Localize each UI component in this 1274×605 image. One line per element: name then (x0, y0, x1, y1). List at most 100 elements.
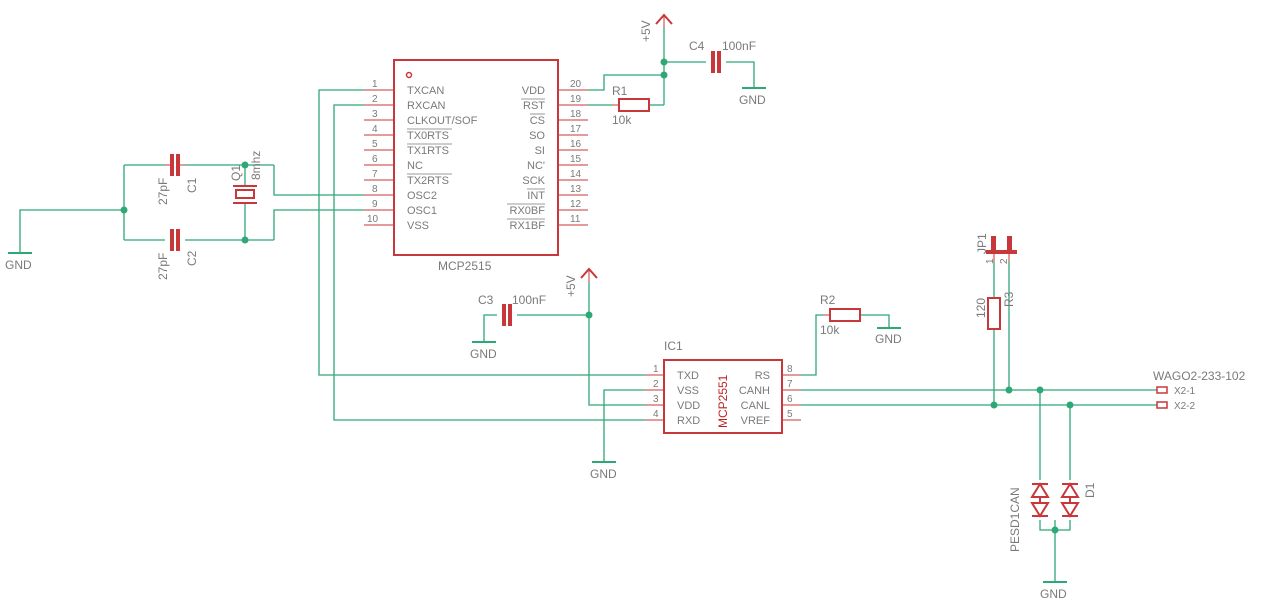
c1-ref: C1 (185, 177, 199, 193)
pin-name: NC (407, 160, 423, 172)
pin-number: 7 (372, 169, 378, 180)
vcc-label: +5V (564, 275, 578, 297)
pin-name: VSS (407, 220, 429, 232)
pin-name: CLKOUT/SOF (407, 115, 478, 127)
pin-number: 4 (653, 409, 659, 420)
capacitor-c1: 27pF C1 (156, 154, 199, 205)
pin-name: VREF (741, 415, 771, 427)
mcp2551-chip: 1 2 3 4 TXD VSS VDD RXD 8 7 6 5 RS CANH … (645, 339, 801, 434)
pin-number: 8 (787, 364, 793, 375)
pin-number: 11 (570, 214, 581, 225)
junctions (120, 58, 1074, 534)
pin-name: SO (529, 130, 545, 142)
pin-number: 10 (367, 214, 379, 225)
pin-name: TXD (677, 370, 699, 382)
tvs-diode-d1: PESD1CAN D1 (1008, 482, 1097, 552)
pin-name: OSC2 (407, 190, 437, 202)
pin-name: TX1RTS (407, 145, 449, 157)
pin-number: 16 (570, 139, 582, 150)
junction (241, 161, 249, 169)
junction (990, 401, 998, 409)
c4-ref: C4 (689, 39, 705, 53)
pin-name: CANL (741, 400, 770, 412)
pin-name: RX1BF (510, 220, 546, 232)
junction (1036, 386, 1044, 394)
gnd-label: GND (470, 347, 497, 361)
resistor-r3: 120 R3 (974, 291, 1016, 330)
r3-ref: R3 (1002, 291, 1016, 307)
pin-number: 9 (372, 199, 378, 210)
junction (241, 236, 249, 244)
capacitor-c2: 27pF C2 (156, 229, 199, 280)
pin-name: SCK (522, 175, 545, 187)
pin-number: 3 (653, 394, 659, 405)
jp1-ref: JP1 (975, 233, 989, 254)
gnd-symbols: GND GND GND GND GND GND (5, 87, 1067, 601)
junction (1051, 526, 1059, 534)
r2-value: 10k (820, 323, 840, 337)
junction (660, 71, 668, 79)
c2-value: 27pF (156, 253, 170, 280)
pin-number: 5 (787, 409, 793, 420)
pin-name: NC' (527, 160, 545, 172)
d1-value: PESD1CAN (1008, 487, 1022, 552)
pin-number: 2 (653, 379, 659, 390)
connector-name: WAGO2-233-102 (1153, 369, 1246, 383)
r3-value: 120 (974, 298, 988, 318)
pin-number: 2 (372, 94, 378, 105)
jumper-jp1: JP1 1 2 (975, 233, 1017, 264)
junction (1005, 386, 1013, 394)
gnd-label: GND (739, 93, 766, 107)
pin-number: 18 (570, 109, 582, 120)
pin-name: RXD (677, 415, 700, 427)
connector-pin: X2-2 (1174, 401, 1196, 412)
connector-pin: X2-1 (1174, 386, 1196, 397)
resistor-r2: R2 10k (820, 293, 861, 337)
c2-ref: C2 (185, 250, 199, 266)
pin-name: INT (527, 190, 545, 202)
pin-number: 7 (787, 379, 793, 390)
pin-number: 3 (372, 109, 378, 120)
pin-name: OSC1 (407, 205, 437, 217)
capacitor-c3: C3 100nF (478, 293, 546, 326)
pin-number: 1 (653, 364, 659, 375)
mcp2515-chip: 1 2 3 4 5 6 7 8 9 10 TXCAN RXCAN CLKOUT/… (364, 59, 588, 273)
jp1-pin2: 2 (999, 258, 1010, 264)
c3-value: 100nF (512, 293, 546, 307)
c1-value: 27pF (156, 178, 170, 205)
pin-number: 17 (570, 124, 582, 135)
chip-name: MCP2551 (716, 374, 730, 428)
d1-ref: D1 (1083, 482, 1097, 498)
q1-value: 8mhz (249, 151, 263, 180)
chip-ref: IC1 (664, 339, 683, 353)
pin-number: 13 (570, 184, 582, 195)
vcc-symbols: +5V +5V (564, 13, 673, 297)
pin-name: CANH (739, 385, 770, 397)
c3-ref: C3 (478, 293, 494, 307)
r1-ref: R1 (612, 84, 628, 98)
gnd-label: GND (1040, 587, 1067, 601)
pin-number: 19 (570, 94, 582, 105)
c4-value: 100nF (722, 39, 756, 53)
resistor-r1: R1 10k (612, 84, 650, 127)
pin-number: 20 (570, 79, 582, 90)
pin-name: RS (755, 370, 770, 382)
gnd-label: GND (590, 467, 617, 481)
pin-number: 1 (372, 79, 378, 90)
junction (120, 206, 128, 214)
pin-name: CS (530, 115, 545, 127)
pin-name: VDD (522, 85, 545, 97)
pin-name: RST (523, 100, 545, 112)
jp1-pin1: 1 (985, 258, 996, 264)
pin-number: 6 (787, 394, 793, 405)
pin-number: 15 (570, 154, 582, 165)
pin-number: 14 (570, 169, 582, 180)
connector-wago: WAGO2-233-102 X2-1 X2-2 (1153, 369, 1246, 412)
pin-name: SI (535, 145, 545, 157)
crystal-q1: Q1 8mhz (229, 151, 263, 204)
pin-name: VSS (677, 385, 699, 397)
pin-number: 5 (372, 139, 378, 150)
gnd-label: GND (875, 332, 902, 346)
pin-name: RXCAN (407, 100, 446, 112)
